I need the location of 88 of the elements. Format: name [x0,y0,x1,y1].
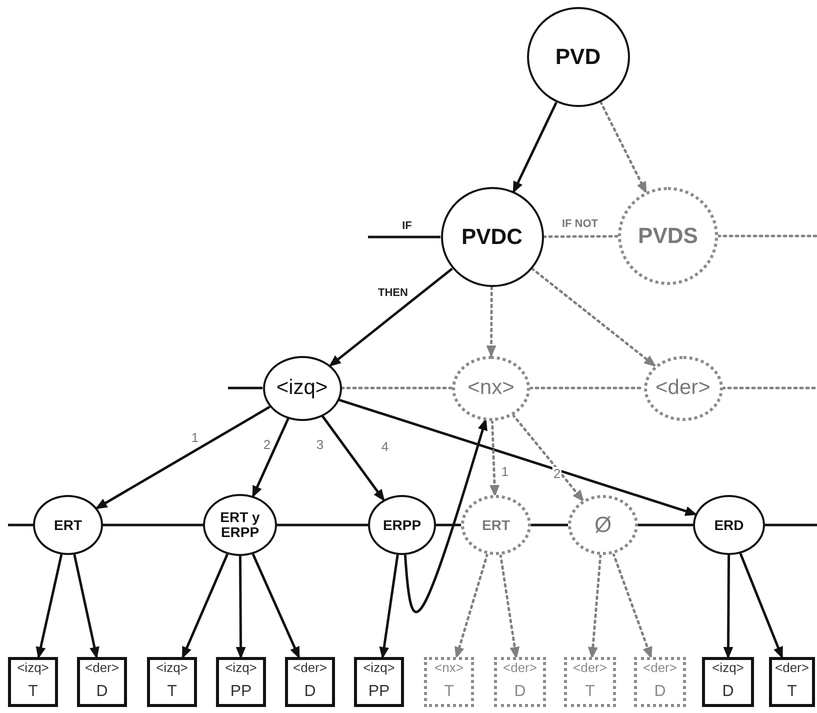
arrow [321,415,385,502]
leaf-tag: <nx> [434,661,464,676]
leaf-tag: <der> [643,661,677,676]
leaf-tag: <der> [293,661,327,676]
node-label: Ø [594,513,612,537]
arrow [723,555,734,659]
leaf-value: PP [368,683,390,701]
tree-leaf-box [77,657,127,707]
connector-line [436,524,461,526]
leaf-tag: <izq> [363,661,395,676]
node-label: ERPP [382,518,422,532]
tree-node-ellipse [262,356,342,420]
arrow [252,554,300,659]
connector-line [228,386,262,390]
connector-line [531,524,568,526]
connector-line [542,235,620,238]
leaf-value: D [304,683,316,701]
leaf-tag: <der> [85,661,119,676]
node-label: PVDS [638,224,698,248]
arrow [588,554,602,659]
leaf-tag: <der> [503,661,537,676]
connector-line [765,524,817,526]
node-label: <nx> [468,376,514,400]
arrow [486,286,496,358]
tree-leaf-box [702,657,754,707]
node-label: PVDC [461,225,523,249]
tree-leaf-box [564,657,616,707]
arrow [73,554,100,659]
tree-leaf-box [634,657,686,707]
connector-line [8,524,33,526]
arrow [36,554,63,659]
arrow [95,406,270,510]
tree-leaf-box [147,657,197,707]
tree-leaf-box [285,657,335,707]
tree-leaf-box [354,657,404,707]
arrow [404,418,488,613]
tree-leaf-box [424,657,474,707]
node-label: PVD [555,45,601,69]
arrow [328,268,453,367]
edge-label: 3 [315,438,325,452]
node-label: ERT [54,518,82,532]
leaf-tag: <izq> [712,661,744,676]
arrow [530,267,656,367]
leaf-tag: <izq> [225,661,257,676]
leaf-value: D [514,683,526,701]
arrow [512,414,584,502]
node-label: ERD [714,518,744,532]
arrow [599,100,648,194]
node-label: ERT y ERPP [219,510,261,540]
leaf-value: D [722,683,734,701]
connector-line [638,524,693,526]
arrow [490,419,500,498]
arrow [338,398,698,516]
leaf-tag: <der> [775,661,809,676]
leaf-value: T [585,683,595,701]
node-label: <izq> [276,376,328,400]
tree-leaf-box [216,657,266,707]
arrow [454,552,489,659]
leaf-value: T [444,683,454,701]
connector-line [716,234,817,238]
leaf-value: D [96,683,108,701]
connector-line [340,386,454,390]
leaf-value: T [28,683,38,701]
arrow [182,554,229,659]
connector-line [368,236,440,238]
arrow [379,554,399,659]
node-label: <der> [656,376,710,400]
tree-leaf-box [8,657,58,707]
arrow [739,552,784,659]
arrow [612,552,652,659]
leaf-tag: <der> [573,661,607,676]
edge-label: IF NOT [560,218,600,230]
connector-line [277,524,368,526]
leaf-value: D [654,683,666,701]
tree-leaf-box [769,657,815,707]
node-label: ERT [482,518,510,532]
tree-leaf-box [494,657,546,707]
arrow [499,554,520,659]
leaf-tag: <izq> [17,661,49,676]
connector-line [721,386,817,390]
connector-line [103,524,203,526]
leaf-value: T [787,683,797,701]
arrow [252,418,290,498]
leaf-tag: <izq> [156,661,188,676]
arrow [512,102,558,194]
leaf-value: T [167,683,177,701]
arrow [236,556,246,659]
leaf-value: PP [230,683,252,701]
